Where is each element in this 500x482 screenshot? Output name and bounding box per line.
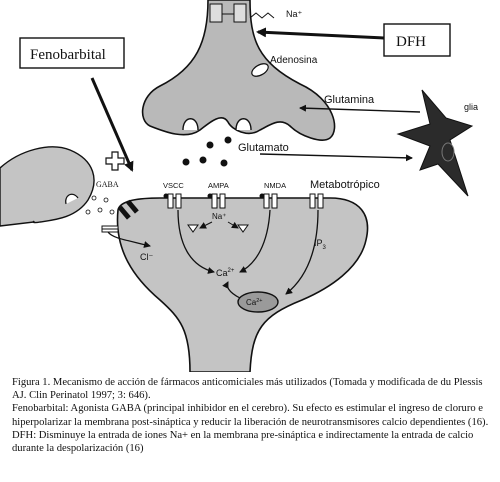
chloride-arrow <box>107 231 151 248</box>
mechanism-diagram: Na⁺ Adenosina DFH Fenobarbital glia Glut… <box>0 0 478 372</box>
nmda-label: NMDA <box>264 181 286 190</box>
figure-caption: Figura 1. Mecanismo de acción de fármaco… <box>12 376 496 455</box>
caption-line-3: DFH: Disminuye la entrada de iones Na+ e… <box>12 429 474 455</box>
na-arrow-right <box>227 221 239 229</box>
ampa-label: AMPA <box>208 181 229 190</box>
nmda-receptor <box>259 193 278 209</box>
ca-store-label: Ca2+ <box>246 298 263 307</box>
glia-nucleus <box>441 142 455 162</box>
vscc-ca-arrow <box>177 209 215 274</box>
gaba-receptor <box>117 199 139 220</box>
metabotropico-label: Metabotrópico <box>310 179 380 191</box>
gaba-dots <box>85 195 115 215</box>
store-release-arrow <box>222 281 241 299</box>
glutamina-arrow <box>299 104 421 113</box>
na-post-label: Na⁺ <box>212 212 226 221</box>
vscc-channel <box>163 193 182 209</box>
nmda-ca-arrow <box>239 209 271 273</box>
metabotropic-receptor <box>309 193 324 209</box>
cl-label: Cl⁻ <box>140 252 153 262</box>
dfh-label: DFH <box>396 34 426 50</box>
dfh-arrow <box>256 27 385 40</box>
cross-icon <box>105 151 125 171</box>
glutamato-arrow <box>259 153 413 162</box>
presynaptic-terminal <box>141 0 336 141</box>
ip3-arrow <box>285 209 319 295</box>
na-inflow-right <box>237 224 249 233</box>
fenobarbital-arrow <box>90 77 134 172</box>
chloride-channel <box>101 225 119 233</box>
vscc-label: VSCC <box>163 181 184 190</box>
ip3-label: IP3 <box>314 238 327 251</box>
na-inflow-left <box>187 224 199 233</box>
vesicle-pocket <box>182 118 199 131</box>
fenobarbital-box <box>19 37 125 69</box>
caption-line-2: Fenobarbital: Agonista GABA (principal i… <box>12 403 489 428</box>
sodium-channel-top <box>209 3 247 23</box>
na-zigzag <box>249 12 275 19</box>
caption-line-1: Figura 1. Mecanismo de acción de fármaco… <box>12 377 483 402</box>
gaba-label: GABA <box>96 180 119 189</box>
dfh-box <box>383 23 451 57</box>
ampa-receptor <box>207 193 226 209</box>
gaba-neuron <box>0 146 95 227</box>
calcium-store <box>237 291 279 313</box>
vesicle-pocket <box>235 118 252 131</box>
glutamato-label: Glutamato <box>238 142 289 154</box>
fenobarbital-label: Fenobarbital <box>30 47 106 63</box>
glia-cell <box>396 89 474 197</box>
adenosine-receptor <box>251 63 269 77</box>
gaba-vesicle-pocket <box>65 193 79 205</box>
glia-label: glia <box>464 102 478 112</box>
postsynaptic-neuron <box>116 197 369 372</box>
glutamate-dots <box>182 136 232 167</box>
na-top-label: Na⁺ <box>286 9 303 19</box>
ca-center-label: Ca2+ <box>216 268 235 278</box>
glutamina-label: Glutamina <box>324 94 375 106</box>
adenosina-label: Adenosina <box>270 55 318 66</box>
na-arrow-left <box>199 221 213 229</box>
